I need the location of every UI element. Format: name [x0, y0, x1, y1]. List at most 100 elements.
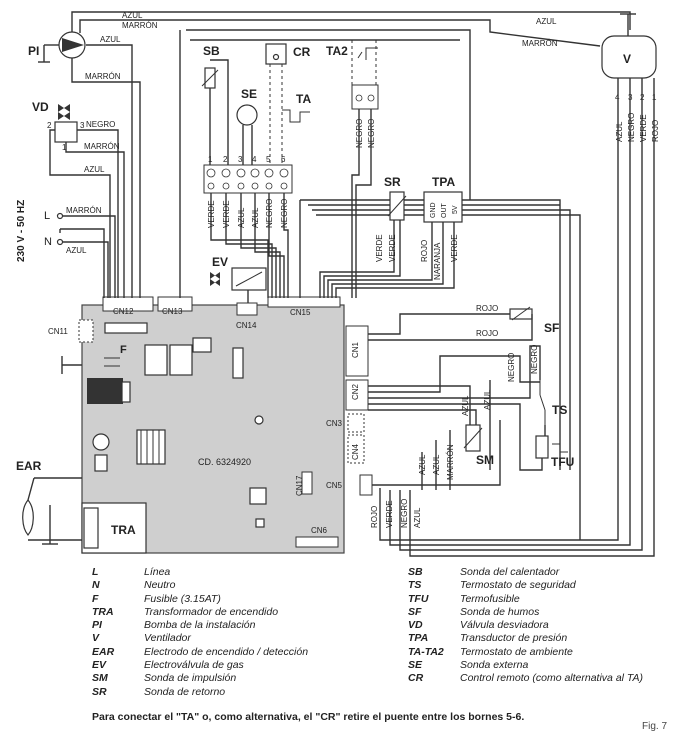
legend-desc: Electrodo de encendido / detección — [144, 645, 309, 658]
vd-label: VD — [32, 100, 49, 114]
vd-wire-marron: MARRÓN — [84, 142, 120, 151]
tpa-label: TPA — [432, 175, 455, 189]
legend-code: SB — [408, 566, 423, 578]
cn6-label: CN6 — [311, 526, 328, 535]
cn11-label: CN11 — [48, 327, 68, 336]
pi-wire-marron: MARRÓN — [85, 72, 121, 81]
board-transformer — [136, 429, 166, 465]
terminal-numbers: 1 2 3 4 5 6 — [208, 155, 286, 164]
board-code: CD. 6324920 — [198, 457, 251, 467]
legend-code: SM — [92, 672, 108, 685]
fan-v — [601, 35, 657, 79]
cn12-label: CN12 — [113, 307, 134, 316]
ts-label: TS — [552, 403, 567, 417]
fan-label: V — [623, 52, 631, 66]
legend-code: TFU — [408, 592, 429, 605]
tb-wire-azul-1: AZUL — [237, 207, 246, 228]
cn5-wire-azul-2: AZUL — [432, 454, 441, 475]
fan-wire-azul-bottom: AZUL — [413, 507, 422, 528]
ev-label: EV — [212, 255, 228, 269]
fan-wire-negro-bottom: NEGRO — [400, 499, 409, 528]
supply-voltage: 230 V - 50 HZ — [16, 200, 27, 262]
cn4-connector — [347, 434, 365, 464]
legend-desc: Termofusible — [460, 592, 520, 605]
tpa-wire-verde: VERDE — [450, 234, 459, 262]
cn17-connector — [301, 471, 313, 495]
vd-wire-negro: NEGRO — [86, 120, 115, 129]
thermal-fuse-tfu — [535, 435, 549, 459]
board-square — [249, 487, 267, 505]
board-block-2 — [121, 381, 131, 403]
cr-label: CR — [293, 45, 311, 59]
legend-code: SE — [408, 659, 423, 672]
ts-wire-negro-2: NEGRO — [530, 345, 539, 374]
figure-label: Fig. 7 — [642, 721, 668, 732]
terminal-block — [203, 164, 293, 194]
fan-wire-rojo-v: ROJO — [651, 120, 660, 142]
sr-wire-verde-1: VERDE — [375, 234, 384, 262]
vd-pin-2: 2 — [47, 121, 52, 130]
board-relay-3 — [192, 337, 212, 353]
ta2-label: TA2 — [326, 44, 348, 58]
cn13-connector — [157, 296, 193, 312]
legend-desc: Sonda del calentador — [460, 566, 560, 578]
cn13-label: CN13 — [162, 307, 183, 316]
tpa-pin-gnd: GND — [430, 202, 437, 218]
legend-row: TFU Termofusible — [408, 593, 643, 606]
cn5-wire-azul-1: AZUL — [418, 454, 427, 475]
cn4-label: CN4 — [351, 443, 360, 460]
tb-wire-azul-2: AZUL — [251, 207, 260, 228]
fan-wire-verde-v: VERDE — [639, 114, 648, 142]
cn12-connector — [102, 296, 154, 312]
legend-code: SR — [92, 685, 107, 698]
tpa-pin-5v: 5V — [452, 205, 459, 214]
legend-row: SB Sonda del calentador — [408, 566, 643, 579]
tb-wire-negro-1: NEGRO — [265, 199, 274, 228]
legend-code: TS — [408, 579, 422, 592]
sm-label: SM — [476, 453, 494, 467]
supply-l: L — [44, 210, 50, 222]
cn2-label: CN2 — [351, 383, 360, 400]
wiring-note: Para conectar el "TA" o, como alternativ… — [92, 711, 525, 723]
pi-label: PI — [28, 44, 39, 58]
sm-wire-azul-2: AZUL — [483, 389, 492, 410]
legend-code: L — [92, 566, 99, 578]
cn1-label: CN1 — [351, 341, 360, 358]
cn6-connector — [295, 536, 339, 548]
supply-wire-marron: MARRÓN — [66, 206, 102, 215]
legend-desc: Válvula desviadora — [460, 619, 549, 632]
pi-wire-marron-top: MARRÓN — [122, 21, 158, 30]
valve-vd — [54, 121, 78, 143]
legend-code: N — [92, 579, 100, 592]
sf-wire-rojo-1: ROJO — [476, 304, 498, 313]
cn5-wire-marron: MARRÓN — [446, 444, 455, 480]
pi-wire-azul: AZUL — [100, 35, 121, 44]
legend-desc: Termostato de ambiente — [460, 645, 573, 658]
pi-wire-azul-top: AZUL — [122, 11, 143, 20]
cn14-label: CN14 — [236, 321, 257, 330]
legend-code: TPA — [408, 632, 429, 645]
legend-desc: Bomba de la instalación — [144, 619, 256, 632]
vd-pin-3: 3 — [80, 121, 85, 130]
cn17-label: CN17 — [295, 475, 304, 496]
ear-label: EAR — [16, 459, 42, 473]
tpa-pin-out: OUT — [441, 203, 448, 219]
legend-code: V — [92, 632, 100, 645]
legend-code: VD — [408, 619, 423, 632]
sr-wire-verde-2: VERDE — [388, 234, 397, 262]
legend-code: F — [92, 592, 99, 605]
terminal-4: 4 — [252, 155, 257, 164]
